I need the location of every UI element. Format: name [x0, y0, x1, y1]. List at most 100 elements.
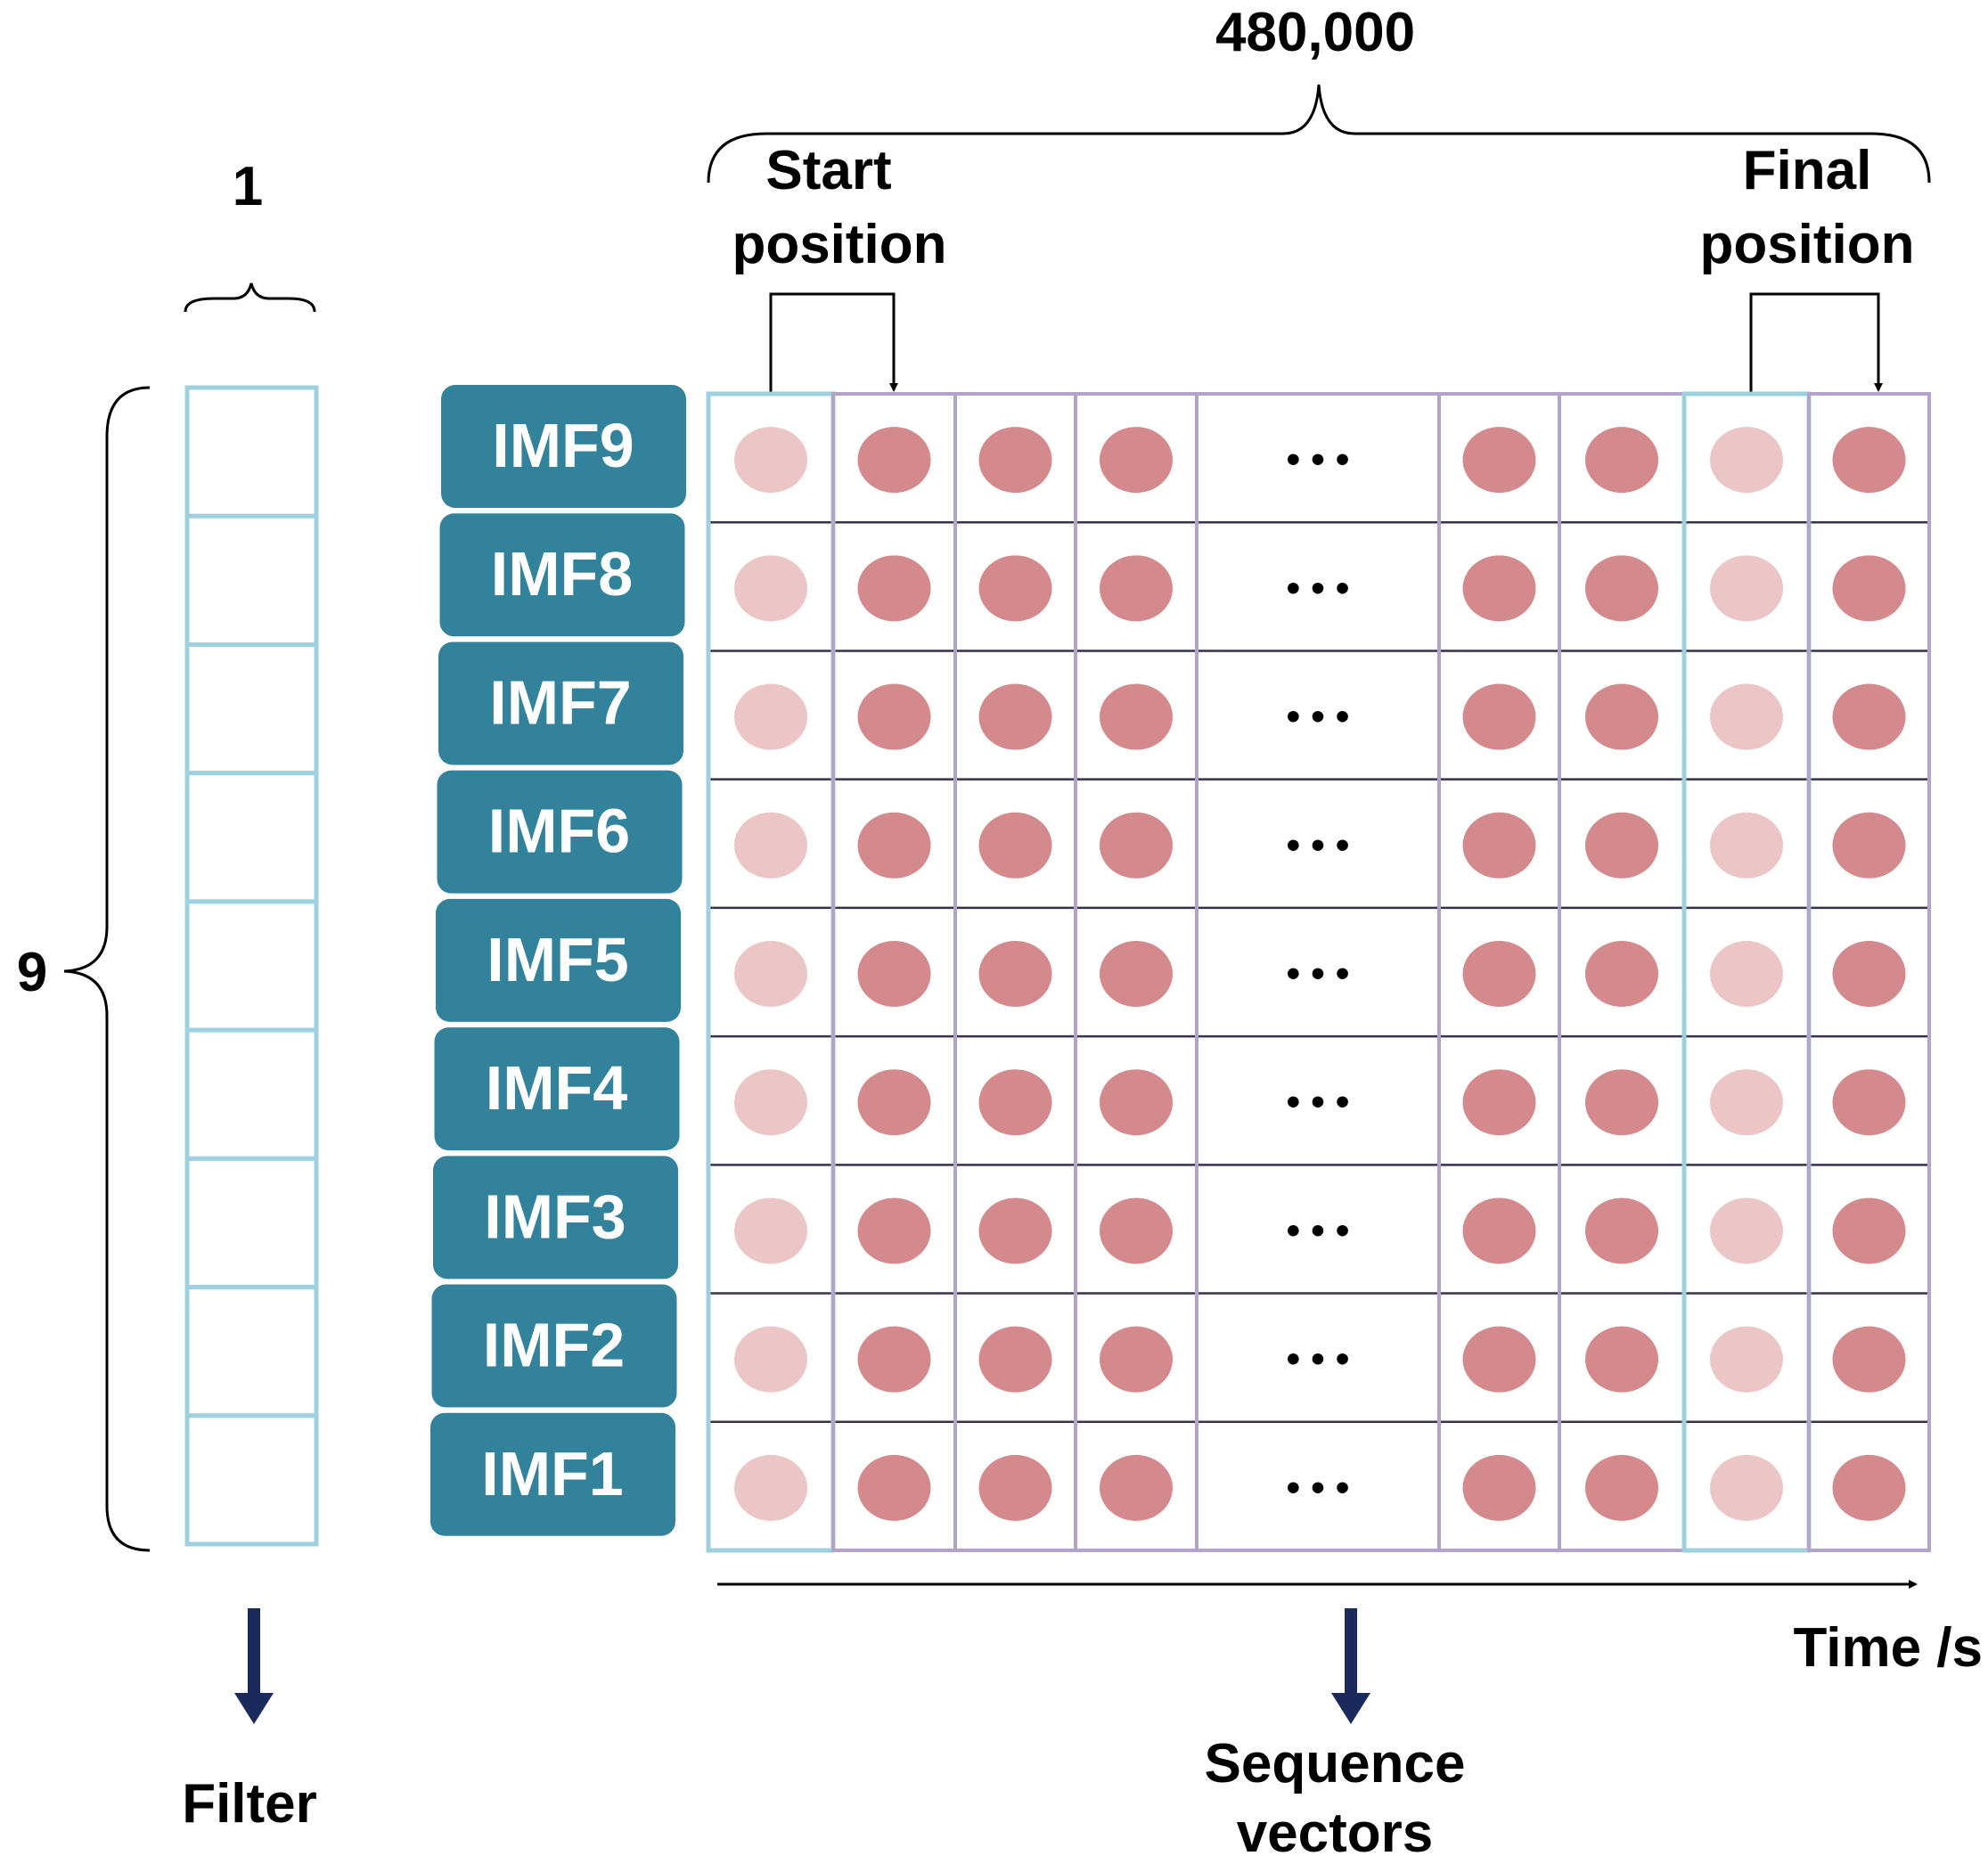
sample-dot: [1462, 812, 1536, 879]
ellipsis: • • •: [1287, 1337, 1350, 1381]
filter-down-arrow: [234, 1608, 274, 1724]
sample-dot: [978, 427, 1052, 494]
filter-cell: [184, 771, 319, 904]
imf-label: IMF4: [486, 1053, 628, 1123]
sample-dot-light: [734, 1069, 807, 1136]
sample-dot: [1100, 427, 1173, 494]
sample-dot: [1100, 1069, 1173, 1136]
sample-dot: [857, 1326, 931, 1393]
sample-dot: [857, 1198, 931, 1264]
imf-label-box: [430, 1412, 675, 1536]
filter-height-label: 9: [17, 942, 47, 1003]
imf-label: IMF5: [487, 925, 628, 994]
sample-dot: [857, 941, 931, 1007]
sample-dot: [978, 1454, 1052, 1521]
start-position-label-line2: position: [732, 214, 946, 275]
filter-cell: [184, 642, 319, 776]
sample-dot: [1100, 1198, 1173, 1264]
sequence-vectors-label-line1: Sequence: [1205, 1733, 1466, 1795]
ellipsis: • • •: [1287, 695, 1350, 739]
sample-dot: [1100, 1326, 1173, 1393]
sample-dot: [1100, 1454, 1173, 1521]
sample-dot: [978, 1326, 1052, 1393]
filter-cell: [184, 385, 319, 519]
imf-label-box: [433, 1156, 678, 1279]
filter-cell: [184, 1285, 319, 1418]
filter-cell: [184, 513, 319, 647]
imf-label: IMF6: [488, 797, 630, 866]
sample-dot-light: [1710, 427, 1783, 494]
time-axis-label: Time /s: [1793, 1617, 1983, 1679]
sample-dot: [1462, 427, 1536, 494]
sample-dot: [1100, 812, 1173, 879]
sample-dot: [1585, 427, 1658, 494]
imf-label: IMF1: [481, 1439, 623, 1508]
sample-dot: [857, 683, 931, 750]
filter-width-brace: [184, 282, 316, 313]
sample-dot: [857, 1454, 931, 1521]
sample-dot: [1585, 812, 1658, 879]
sample-dot: [978, 812, 1052, 879]
sample-dot: [978, 1198, 1052, 1264]
sample-dot-light: [1710, 1326, 1783, 1393]
sample-dot: [1585, 1198, 1658, 1264]
final-position-arrow: [1749, 292, 1883, 392]
sequence-vectors-label-line2: vectors: [1237, 1803, 1434, 1864]
sample-dot: [1585, 1454, 1658, 1521]
ellipsis: • • •: [1287, 823, 1350, 867]
sample-dot: [978, 1069, 1052, 1136]
sample-dot-light: [734, 1326, 807, 1393]
sample-dot: [1462, 1454, 1536, 1521]
sequence-down-arrow: [1331, 1608, 1370, 1724]
filter-width-label: 1: [233, 156, 263, 217]
sample-dot-light: [1710, 812, 1783, 879]
sample-dot: [857, 812, 931, 879]
imf-label-box: [434, 1027, 680, 1151]
ellipsis: • • •: [1287, 952, 1350, 995]
sample-dot: [1832, 1454, 1906, 1521]
sample-dot: [1832, 812, 1906, 879]
sample-dot-light: [734, 941, 807, 1007]
sample-dot: [1585, 1326, 1658, 1393]
sample-dot-light: [734, 683, 807, 750]
filter-cell: [184, 1156, 319, 1290]
sample-dot-light: [734, 1454, 807, 1521]
sample-dot-light: [1710, 1069, 1783, 1136]
sample-dot: [1832, 427, 1906, 494]
sample-dot: [1462, 555, 1536, 622]
imf-label: IMF2: [483, 1311, 625, 1380]
sequence-column: [1807, 392, 1931, 1552]
sample-dot-light: [1710, 1454, 1783, 1521]
total-length-label: 480,000: [1215, 2, 1415, 63]
sample-dot: [1832, 683, 1906, 750]
sample-dot: [857, 1069, 931, 1136]
sample-dot: [1832, 1326, 1906, 1393]
filter-height-brace: [63, 386, 151, 1552]
final-position-label-line2: position: [1699, 214, 1914, 275]
ellipsis: • • •: [1287, 566, 1350, 609]
sample-dot-light: [1710, 683, 1783, 750]
filter-label: Filter: [182, 1773, 317, 1835]
sample-dot-light: [734, 1198, 807, 1264]
imf-label-box: [438, 642, 683, 765]
imf-label-box: [439, 513, 685, 637]
sample-dot: [978, 555, 1052, 622]
filter-cell: [184, 1413, 319, 1547]
ellipsis: • • •: [1287, 1466, 1350, 1509]
sample-dot-light: [734, 427, 807, 494]
sample-dot: [1462, 1069, 1536, 1136]
imf-label: IMF8: [491, 539, 633, 609]
final-position-label-line1: Final: [1743, 140, 1872, 201]
sequence-grid: • • •• • •• • •• • •• • •• • •• • •• • •…: [706, 391, 1931, 1553]
imf-label: IMF7: [489, 667, 631, 737]
sample-dot: [1462, 1198, 1536, 1264]
sample-dot: [1585, 555, 1658, 622]
sample-dot: [1462, 683, 1536, 750]
imf-label: IMF3: [484, 1181, 626, 1251]
start-position-label-line1: Start: [765, 140, 891, 201]
imf-label-box: [431, 1284, 677, 1408]
imf-label-box: [441, 385, 686, 508]
sample-dot: [1585, 941, 1658, 1007]
